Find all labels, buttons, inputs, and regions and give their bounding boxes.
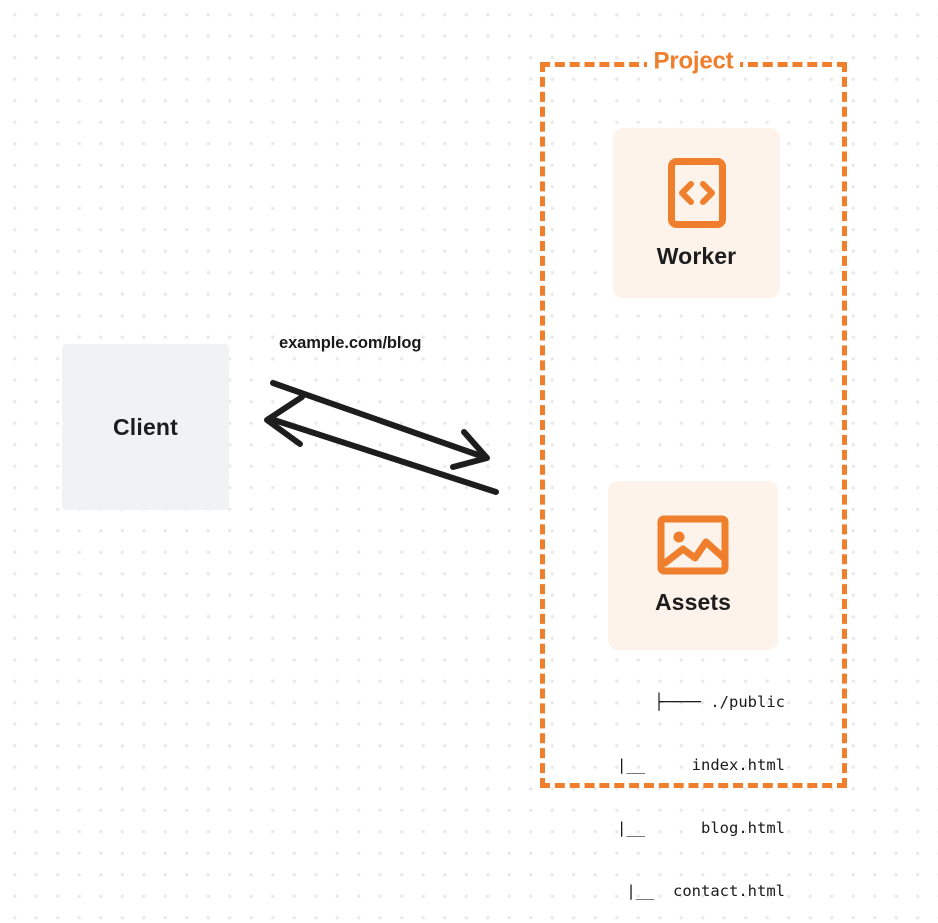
asset-file-tree: ├──── ./public |__ index.html |__ blog.h… bbox=[540, 650, 785, 923]
image-icon bbox=[657, 515, 729, 575]
file-tree-row: ├──── ./public bbox=[654, 693, 785, 711]
worker-node-label: Worker bbox=[656, 242, 737, 269]
request-url-label: example.com/blog bbox=[279, 334, 422, 352]
connector-arrows-svg bbox=[264, 380, 499, 495]
project-container: Project bbox=[540, 47, 847, 788]
connector-group bbox=[250, 325, 520, 515]
project-title: Project bbox=[646, 47, 741, 76]
worker-node[interactable]: Worker bbox=[613, 128, 780, 298]
file-tree-row: |__ blog.html bbox=[617, 819, 785, 837]
code-brackets-icon bbox=[667, 157, 727, 229]
file-tree-row: |__ contact.html bbox=[626, 882, 785, 900]
request-arrow-icon bbox=[270, 380, 490, 470]
client-node: Client bbox=[62, 344, 229, 510]
assets-node-label: Assets bbox=[654, 589, 732, 615]
response-arrow-icon bbox=[264, 394, 499, 495]
client-node-label: Client bbox=[112, 413, 179, 440]
assets-node[interactable]: Assets bbox=[608, 481, 778, 650]
file-tree-row: |__ index.html bbox=[617, 756, 785, 774]
